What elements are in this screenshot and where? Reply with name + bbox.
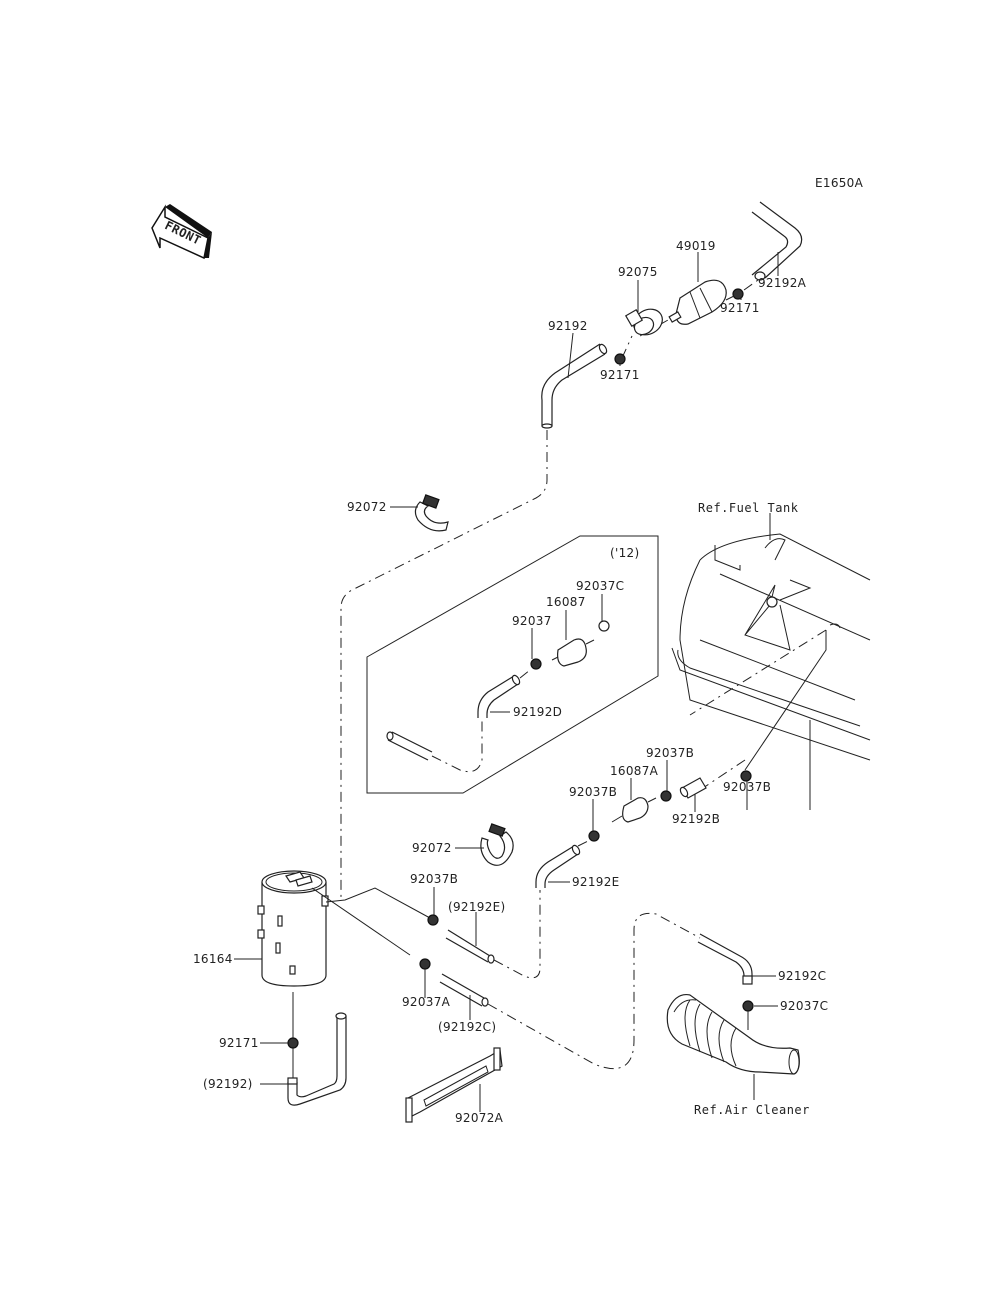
label-92037B-b: 92037B xyxy=(646,746,694,760)
label-92072-lower: 92072 xyxy=(412,841,452,855)
ref-air-cleaner: Ref.Air Cleaner xyxy=(694,1103,810,1117)
hose-92192D[interactable] xyxy=(477,674,521,718)
label-49019: 49019 xyxy=(676,239,716,253)
hose-92192[interactable] xyxy=(541,343,608,429)
clamp-92037C-inset[interactable] xyxy=(598,620,610,632)
variant-label: ('12) xyxy=(610,546,639,560)
label-92192D: 92192D xyxy=(513,705,562,719)
hose-92192E-lower[interactable] xyxy=(445,929,495,964)
label-92037-inset: 92037 xyxy=(512,614,552,628)
fuel-tank[interactable] xyxy=(671,533,871,761)
holder-92075[interactable] xyxy=(624,304,667,340)
clamp-92037B-valve-left[interactable] xyxy=(588,830,600,842)
valve-16087[interactable] xyxy=(551,638,595,667)
hose-92192C-lower[interactable] xyxy=(439,973,489,1007)
clamp-92037C[interactable] xyxy=(742,1000,754,1012)
label-92192E: 92192E xyxy=(572,875,620,889)
label-92037B-a: 92037B xyxy=(569,785,617,799)
clamp-92171-top-right[interactable] xyxy=(732,288,744,300)
label-16087: 16087 xyxy=(546,595,586,609)
label-92192-paren: (92192) xyxy=(203,1077,253,1091)
ref-fuel-tank: Ref.Fuel Tank xyxy=(698,501,799,515)
label-92192A: 92192A xyxy=(758,276,807,290)
label-92192E-paren: (92192E) xyxy=(448,900,506,914)
fuel-filter-49019[interactable] xyxy=(668,279,727,325)
clamp-92037B-tank[interactable] xyxy=(740,770,752,782)
air-cleaner-duct[interactable] xyxy=(666,993,800,1075)
label-16087A: 16087A xyxy=(610,764,659,778)
label-92037A: 92037A xyxy=(402,995,451,1009)
hose-92192D-lower[interactable] xyxy=(386,731,433,761)
canister-16164[interactable] xyxy=(257,870,329,987)
label-92037C-inset: 92037C xyxy=(576,579,624,593)
label-92037B-d: 92037B xyxy=(410,872,458,886)
valve-16087A[interactable] xyxy=(611,797,657,823)
label-92171-top-left: 92171 xyxy=(600,368,640,382)
label-92192C-paren: (92192C) xyxy=(438,1020,496,1034)
clamp-92171-bottom[interactable] xyxy=(287,1037,299,1049)
inset-box-12 xyxy=(366,535,659,794)
label-16164: 16164 xyxy=(193,952,233,966)
hose-92192A[interactable] xyxy=(751,201,803,281)
clamp-92171-top-left[interactable] xyxy=(614,353,626,365)
clamp-92037A[interactable] xyxy=(419,958,431,970)
label-92171-top-right: 92171 xyxy=(720,301,760,315)
label-92037C: 92037C xyxy=(780,999,828,1013)
band-92072-lower[interactable] xyxy=(480,823,514,866)
band-92072-upper[interactable] xyxy=(414,494,449,532)
label-92037B-c: 92037B xyxy=(723,780,771,794)
clamp-92037-inset[interactable] xyxy=(530,658,542,670)
clamp-92037B-valve-right[interactable] xyxy=(660,790,672,802)
hose-92192E[interactable] xyxy=(535,844,581,888)
label-92192C: 92192C xyxy=(778,969,826,983)
hose-92192C[interactable] xyxy=(697,933,753,985)
label-92075: 92075 xyxy=(618,265,658,279)
label-92072A: 92072A xyxy=(455,1111,504,1125)
diagram-code: E1650A xyxy=(815,176,864,190)
clamp-92037B-canister[interactable] xyxy=(427,914,439,926)
label-92192-top: 92192 xyxy=(548,319,588,333)
bracket-92072A[interactable] xyxy=(405,1047,503,1123)
label-92192B: 92192B xyxy=(672,812,720,826)
label-92171-bottom: 92171 xyxy=(219,1036,259,1050)
label-92072-upper: 92072 xyxy=(347,500,387,514)
front-arrow-icon: FRONT xyxy=(151,204,212,260)
hose-92192B[interactable] xyxy=(679,777,707,799)
hose-92192-bottom[interactable] xyxy=(287,1012,347,1106)
